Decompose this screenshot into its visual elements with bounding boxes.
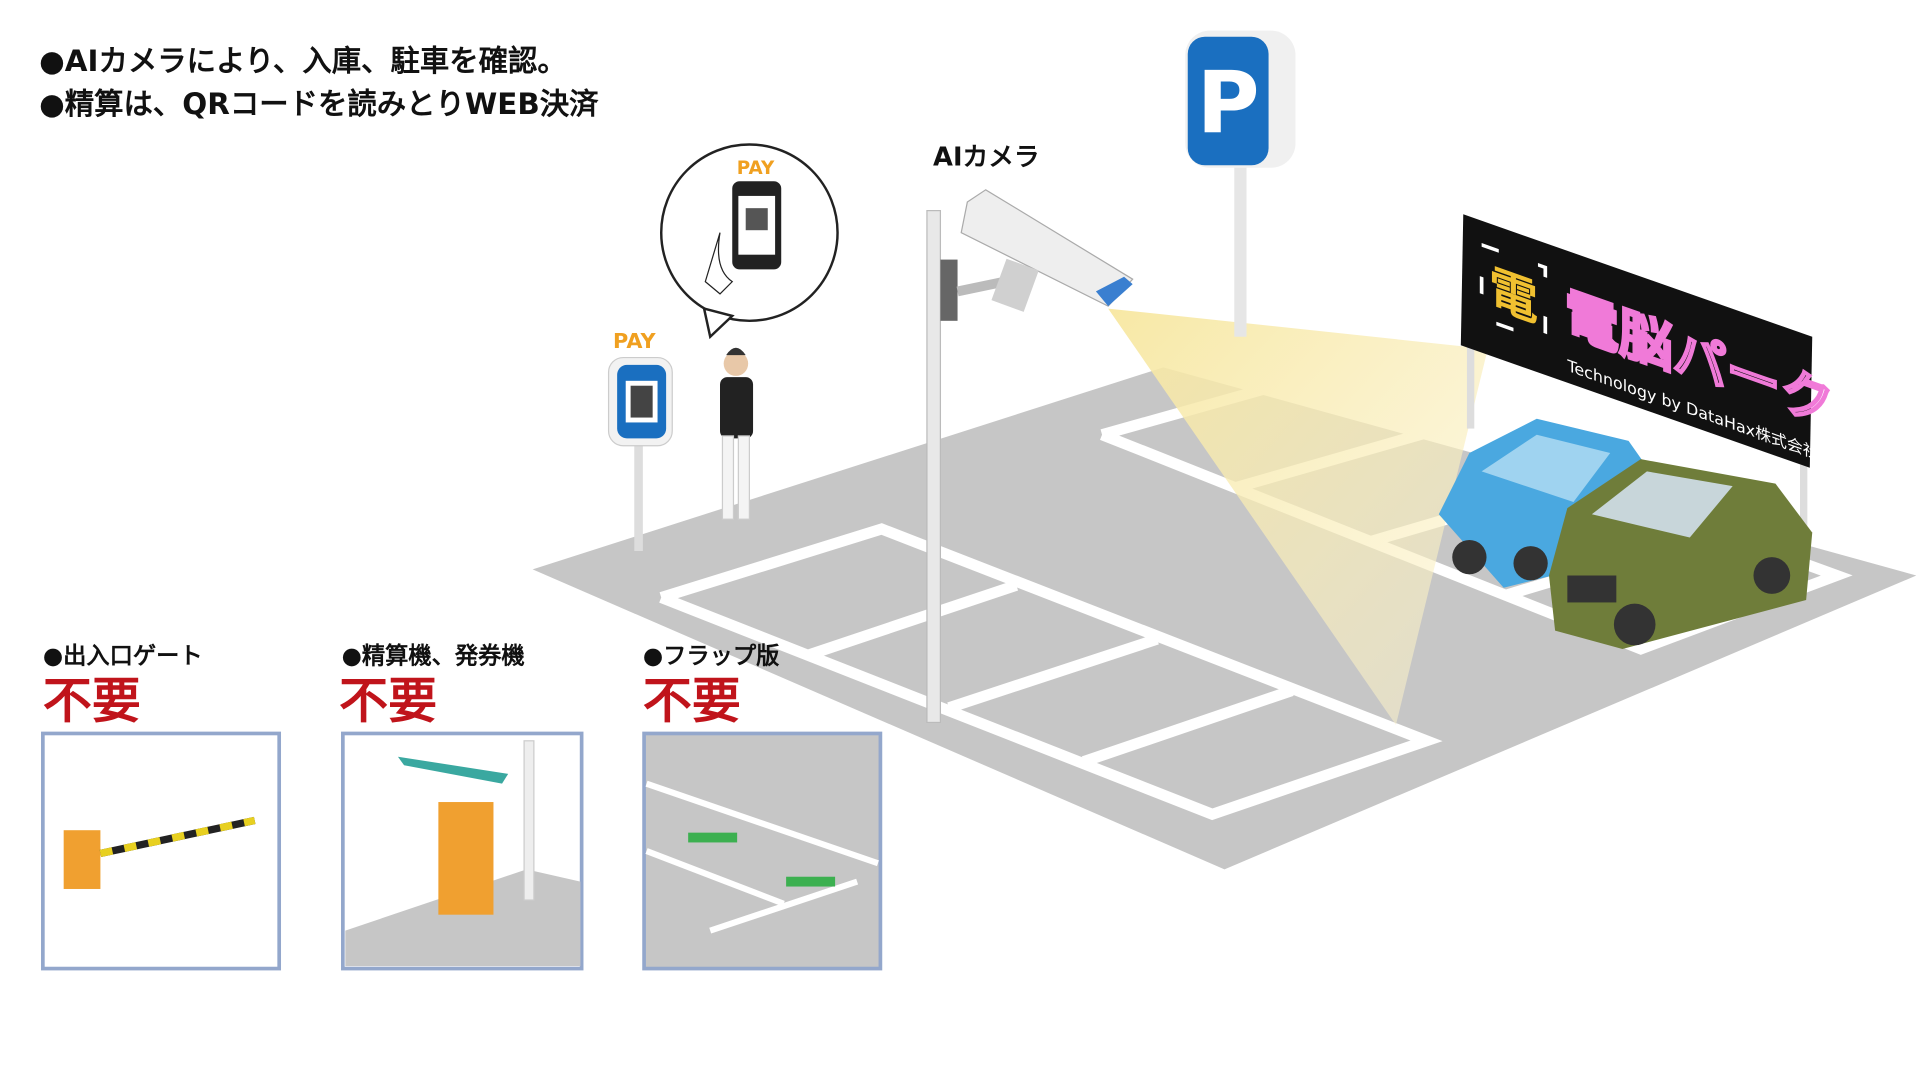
panel-status: 不要 xyxy=(339,673,437,730)
panel-label: ●精算機、発券機 xyxy=(342,643,525,670)
panel-status: 不要 xyxy=(643,673,741,730)
qr-pay-stand: PAY xyxy=(607,329,673,552)
qr-code-icon xyxy=(630,385,653,418)
panel-status: 不要 xyxy=(43,673,141,730)
pay-bubble-label: PAY xyxy=(737,158,775,179)
header-line-2: ●精算は、QRコードを読みとりWEB決済 xyxy=(39,87,599,121)
panel-flap-plate: ●フラップ版 不要 xyxy=(642,643,883,971)
panel-label: ●出入口ゲート xyxy=(43,643,203,670)
ai-camera-label: AIカメラ xyxy=(933,142,1040,172)
qr-payment-bubble: PAY xyxy=(660,143,839,340)
parking-sign: P xyxy=(1185,30,1296,337)
panel-entrance-gate: ●出入口ゲート 不要 xyxy=(41,643,282,971)
pay-stand-label: PAY xyxy=(613,329,656,353)
gate-barrier-icon xyxy=(63,830,101,889)
flap-plate-icon xyxy=(688,832,738,843)
ai-camera xyxy=(926,189,1134,724)
panel-label: ●フラップ版 xyxy=(643,643,780,670)
person-icon xyxy=(720,347,754,520)
panel-payment-machine: ●精算機、発券機 不要 xyxy=(339,643,584,971)
green-suv xyxy=(1548,459,1813,649)
camera-view-cone xyxy=(1108,308,1488,725)
header-line-1: ●AIカメラにより、入庫、駐車を確認。 xyxy=(39,44,567,78)
payment-machine-icon xyxy=(438,802,494,915)
parking-sign-letter: P xyxy=(1197,53,1260,153)
